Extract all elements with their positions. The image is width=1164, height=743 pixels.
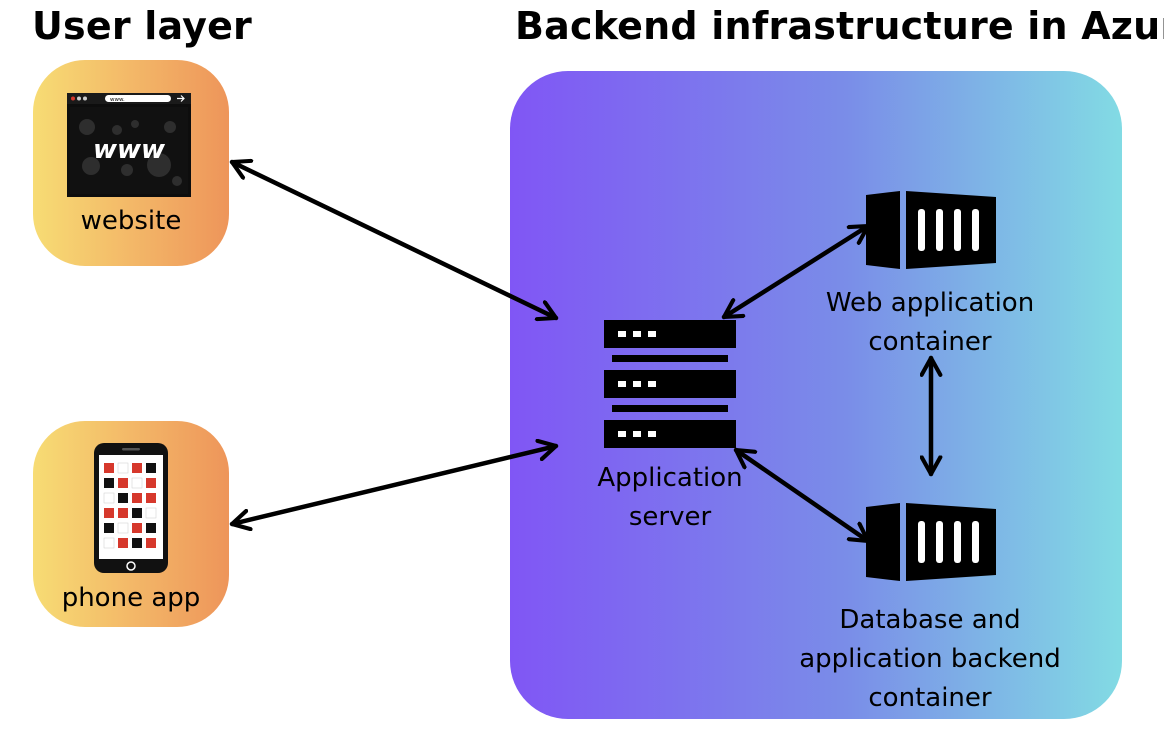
web-container-label-line2: container — [868, 327, 992, 357]
web-container-label-line1: Web application — [825, 288, 1035, 318]
application-server-label-line2: server — [628, 502, 712, 532]
app-tile — [132, 508, 142, 518]
db-container-label-line3: container — [868, 683, 992, 713]
user-layer-heading: User layer — [32, 4, 252, 48]
app-tile — [132, 463, 142, 473]
arrow-phone-appserver — [229, 446, 559, 524]
app-tile — [103, 537, 115, 549]
app-tile — [118, 478, 128, 488]
app-tile — [117, 462, 129, 474]
arrow-website-appserver — [229, 162, 559, 318]
db-container-label: Database and application backend contain… — [780, 601, 1080, 718]
db-container-icon — [866, 503, 996, 581]
phone-app-node: phone app — [33, 421, 229, 627]
browser-www-icon: www. www — [67, 93, 191, 197]
app-tile — [146, 523, 156, 533]
website-label: website — [80, 206, 182, 236]
smartphone-icon — [94, 443, 168, 573]
web-container-label: Web application container — [810, 284, 1050, 362]
app-tile — [132, 523, 142, 533]
app-tile — [131, 477, 143, 489]
application-server-label: Application server — [585, 459, 755, 537]
application-server-label-line1: Application — [597, 463, 743, 493]
app-tile — [146, 463, 156, 473]
app-tile — [118, 493, 128, 503]
app-tile — [103, 492, 115, 504]
app-tile — [145, 507, 157, 519]
app-tile — [104, 523, 114, 533]
db-container-label-line1: Database and — [839, 605, 1021, 635]
app-tile — [146, 478, 156, 488]
web-container-icon — [866, 191, 996, 269]
app-tile — [118, 508, 128, 518]
server-rack-icon — [604, 320, 736, 448]
app-tile — [104, 478, 114, 488]
backend-heading: Backend infrastructure in Azure — [515, 4, 1164, 48]
website-node: www. www website — [33, 60, 229, 266]
phone-app-label: phone app — [61, 583, 201, 613]
app-tile — [104, 463, 114, 473]
app-tile — [117, 522, 129, 534]
app-tile — [132, 493, 142, 503]
svg-text:www.: www. — [110, 97, 125, 103]
app-tile — [146, 493, 156, 503]
app-tile — [146, 538, 156, 548]
app-tile — [132, 538, 142, 548]
db-container-label-line2: application backend — [799, 644, 1061, 674]
app-tile — [118, 538, 128, 548]
app-tile — [104, 508, 114, 518]
www-text: www — [93, 135, 166, 165]
